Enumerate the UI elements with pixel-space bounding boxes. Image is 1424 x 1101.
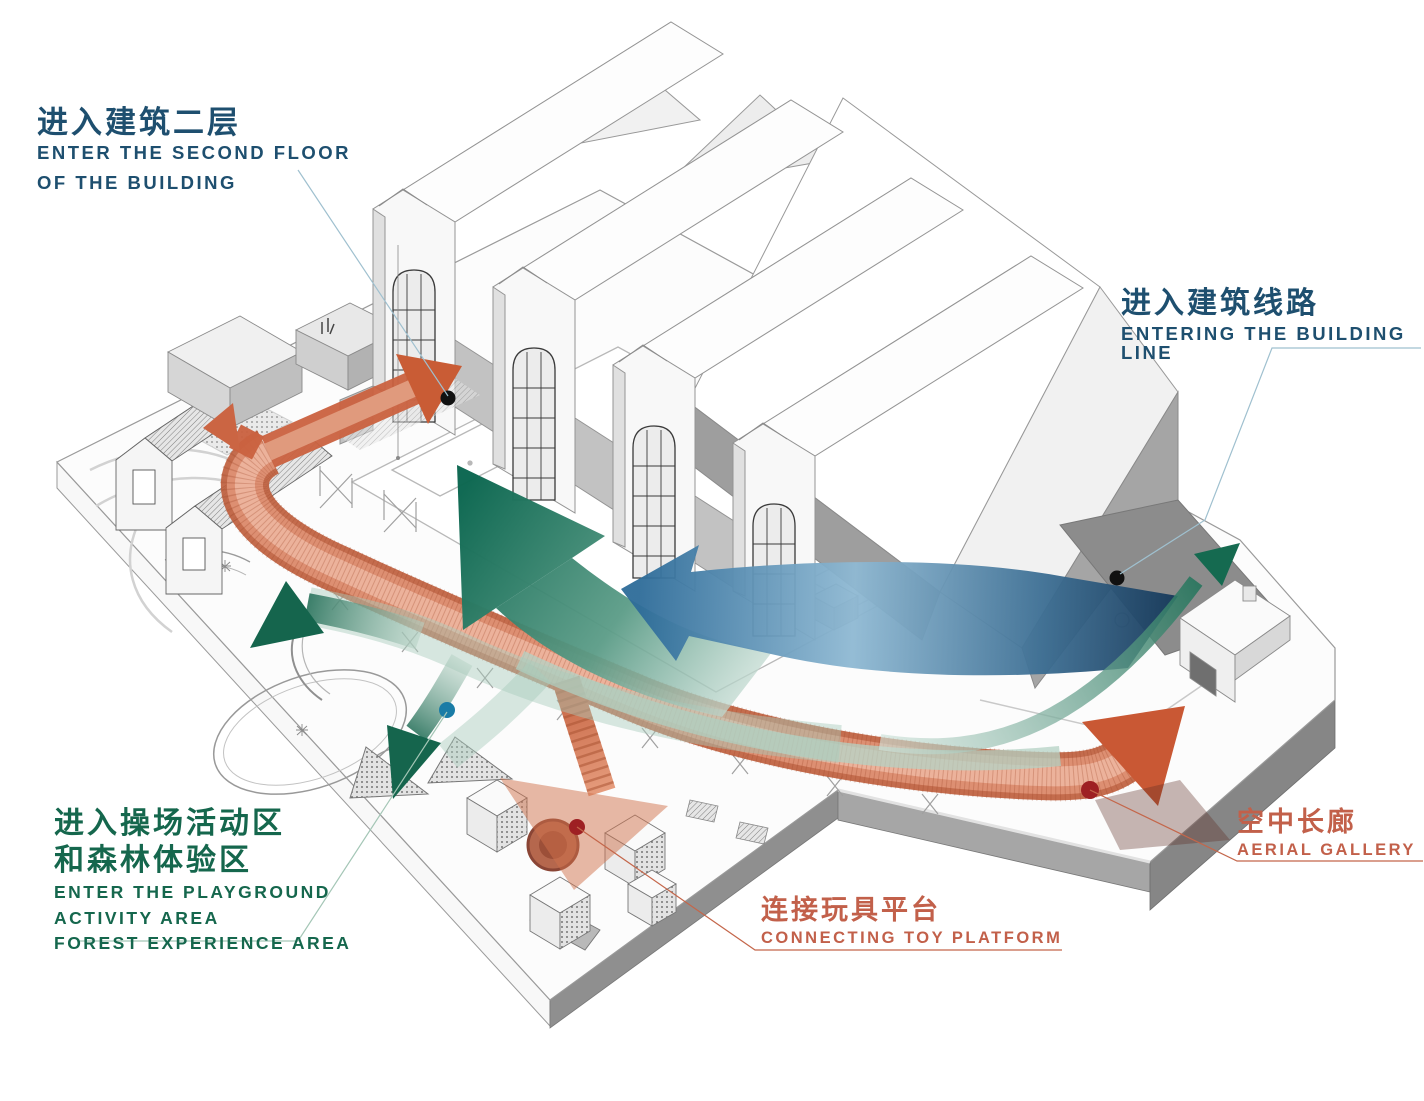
tiny-figures [321, 318, 335, 335]
bridge-posts [319, 466, 417, 533]
toy-box [627, 869, 677, 927]
label-aerial-gallery: 空中长廊 AERIAL GALLERY [1237, 809, 1416, 859]
leader-building-line [1119, 347, 1421, 575]
label-en: ENTER THE PLAYGROUND [54, 882, 331, 902]
green-gallery-arrow [878, 543, 1240, 755]
label-zh: 和森林体验区 [54, 844, 252, 877]
label-en: ENTER THE SECOND FLOOR [37, 142, 352, 163]
route-arrows [203, 354, 1240, 890]
leader-aerial-gallery [1089, 789, 1423, 862]
building-line-entry-dot [1109, 570, 1125, 586]
label-en: ENTERING THE BUILDING LINE [1121, 323, 1406, 363]
leader-second-floor [297, 169, 449, 397]
label-entering-building-line: 进入建筑线路 ENTERING THE BUILDING LINE [1121, 289, 1424, 362]
arrowhead-second-floor [396, 354, 462, 424]
label-zh: 空中长廊 [1237, 807, 1357, 837]
second-floor-entry-dot [440, 390, 456, 406]
playground-dot [439, 702, 455, 718]
label-en: ACTIVITY AREA [54, 907, 220, 928]
label-en: AERIAL GALLERY [1237, 841, 1416, 859]
label-enter-playground: 进入操场活动区 和森林体验区 ENTER THE PLAYGROUND ACTI… [54, 809, 351, 953]
label-en: CONNECTING TOY PLATFORM [761, 929, 1063, 947]
leader-toy-platform [576, 826, 1062, 951]
gatehouse [1179, 579, 1291, 703]
leader-playground [80, 711, 448, 942]
label-en: OF THE BUILDING [37, 171, 237, 193]
label-en: FOREST EXPERIENCE AREA [54, 933, 352, 953]
teal-field-arrow [457, 465, 772, 717]
orange-walkway-route [203, 354, 1230, 890]
label-zh: 进入建筑线路 [1121, 287, 1319, 320]
label-connecting-toy-platform: 连接玩具平台 CONNECTING TOY PLATFORM [761, 897, 1062, 947]
green-playground-arrow [250, 581, 425, 650]
label-zh: 进入建筑二层 [37, 105, 241, 140]
arrowhead-aerial-gallery [1082, 706, 1185, 806]
leader-lines [80, 169, 1423, 951]
label-zh: 进入操场活动区 [54, 807, 285, 840]
label-enter-second-floor: 进入建筑二层 ENTER THE SECOND FLOOR OF THE BUI… [37, 107, 351, 192]
label-zh: 连接玩具平台 [761, 895, 941, 925]
blue-entry-arrow [621, 545, 1178, 676]
arrowhead-houses-branch [203, 403, 240, 452]
classroom-unit [492, 99, 844, 531]
toy-platform-fan [500, 778, 668, 890]
